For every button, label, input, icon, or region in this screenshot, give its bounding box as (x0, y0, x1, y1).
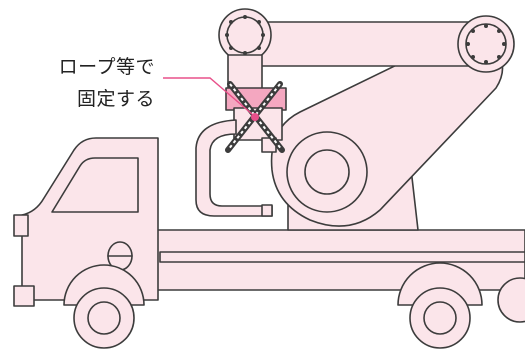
front-wheel-hub (87, 301, 121, 335)
robot-c-arm-tip (261, 204, 273, 217)
truck-cab-window (51, 157, 139, 213)
annotation-text-line-2: 固定する (76, 88, 155, 110)
rear-wheel-arch (397, 262, 483, 306)
rear-wheel-hub (423, 301, 457, 335)
truck-bed-rail (159, 251, 525, 263)
annotation-text-line-1: ロープ等で (58, 56, 155, 78)
annotation-leader-line (163, 77, 253, 115)
robot-base-joint-inner (304, 149, 350, 195)
rear-wheel-2 (497, 277, 525, 323)
truck-headlight (13, 214, 29, 237)
joint-bolts (225, 15, 506, 64)
rope-knot (251, 113, 259, 121)
truck-bumper (13, 285, 35, 307)
